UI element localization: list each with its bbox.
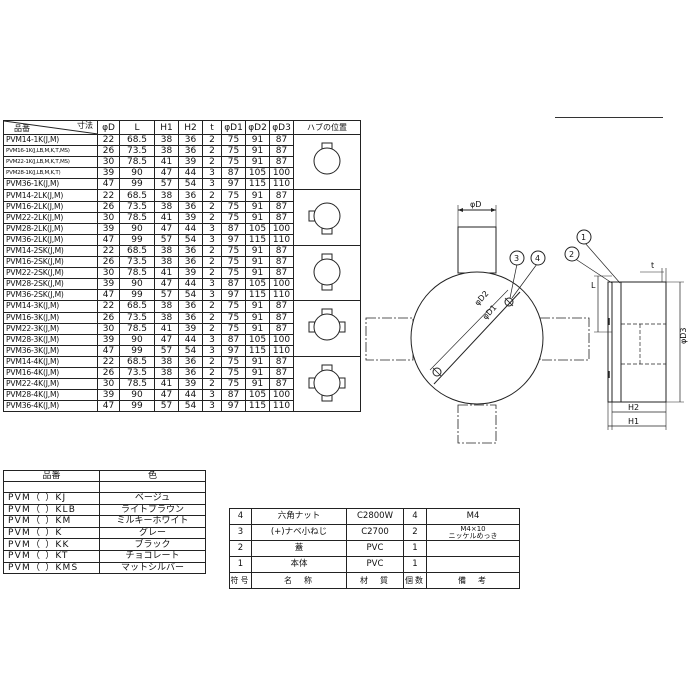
- screw-mark-top: [504, 297, 514, 307]
- hub-position-cell: [293, 189, 361, 246]
- color-code-cell: PVM（ ）KT: [3, 549, 100, 563]
- screw-mark-bottom: [432, 367, 442, 377]
- hub-position-4-way-icon: [308, 364, 346, 402]
- color-name-cell: ライトブラウン: [99, 503, 206, 517]
- parts-header-no: 符号: [229, 572, 252, 589]
- hub-left: [365, 317, 414, 361]
- label-h2: H2: [628, 403, 639, 412]
- label-phi-d3: φD3: [679, 327, 688, 344]
- callout-1-label: 1: [581, 233, 586, 242]
- hub-position-cell: [293, 355, 361, 413]
- hub-position-1-way-icon: [313, 142, 341, 175]
- dimension-cell: 99: [119, 400, 155, 413]
- dimension-table-body: 寸法 品番 φD L H1 H2 t φD1 φD2 φD3 ハブの位置 PVM…: [3, 120, 361, 413]
- hub-top: [457, 226, 497, 274]
- dimension-cell: 110: [269, 400, 294, 413]
- callout-1: [576, 229, 592, 245]
- header-part-number: 品番: [14, 124, 30, 133]
- parts-header-material: 材 質: [346, 572, 404, 589]
- color-name-cell: マットシルバー: [99, 561, 206, 575]
- color-name-cell: チョコレート: [99, 549, 206, 563]
- color-code-cell: PVM（ ）KM: [3, 515, 100, 528]
- color-header-part-label: 品番: [4, 472, 99, 482]
- color-header-part: 品番: [3, 470, 100, 493]
- callout-3-label: 3: [514, 254, 519, 263]
- side-lid: [607, 281, 613, 403]
- parts-table-header: 符号名 称材 質個数備 考: [229, 572, 520, 589]
- hub-bottom: [457, 404, 497, 444]
- phi-d1-dim-line: [433, 291, 521, 385]
- color-header-color: 色: [99, 470, 206, 493]
- dimension-cell: 97: [221, 400, 246, 413]
- callout-3: [509, 250, 525, 266]
- color-header-color-label: 色: [100, 472, 205, 482]
- label-h1: H1: [628, 417, 639, 426]
- diagonal-divider: [4, 121, 97, 134]
- hub-right: [539, 317, 590, 361]
- hub-position-cell: [293, 244, 361, 302]
- header-dimensions: 寸法: [77, 121, 93, 131]
- color-code-cell: PVM（ ）K: [3, 526, 100, 540]
- color-name-cell: ミルキーホワイト: [99, 515, 206, 528]
- color-table-header: 品番 色: [3, 470, 206, 493]
- dimension-table: 寸法 品番 φD L H1 H2 t φD1 φD2 φD3 ハブの位置 PVM…: [3, 120, 361, 413]
- callout-2-label: 2: [569, 250, 574, 259]
- side-cover: [611, 281, 622, 403]
- hub-position-3-way-icon: [308, 308, 346, 341]
- hub-position-cell: [293, 133, 361, 191]
- header-rule: [555, 117, 663, 118]
- label-t: t: [651, 261, 654, 270]
- hub-position-2-way-straight-icon: [313, 253, 341, 291]
- color-name-cell: グレー: [99, 526, 206, 540]
- parts-note-line1: M4×10: [460, 524, 486, 533]
- callout-4: [530, 250, 546, 266]
- parts-note-line2: ニッケルめっき: [448, 531, 498, 540]
- label-phi-d: φD: [470, 200, 481, 209]
- side-body: [620, 281, 667, 403]
- parts-header-note: 備 考: [426, 572, 520, 589]
- dimension-cell: 54: [178, 400, 203, 413]
- color-name-cell: ブラック: [99, 538, 206, 551]
- phi-d2-dim-line: [429, 289, 509, 371]
- label-l: L: [591, 281, 596, 290]
- hub-position-2-way-L-icon: [308, 202, 341, 235]
- callout-4-label: 4: [535, 254, 540, 263]
- parts-header-name: 名 称: [251, 572, 347, 589]
- dimension-cell: 87: [269, 311, 294, 324]
- callout-2: [564, 246, 580, 262]
